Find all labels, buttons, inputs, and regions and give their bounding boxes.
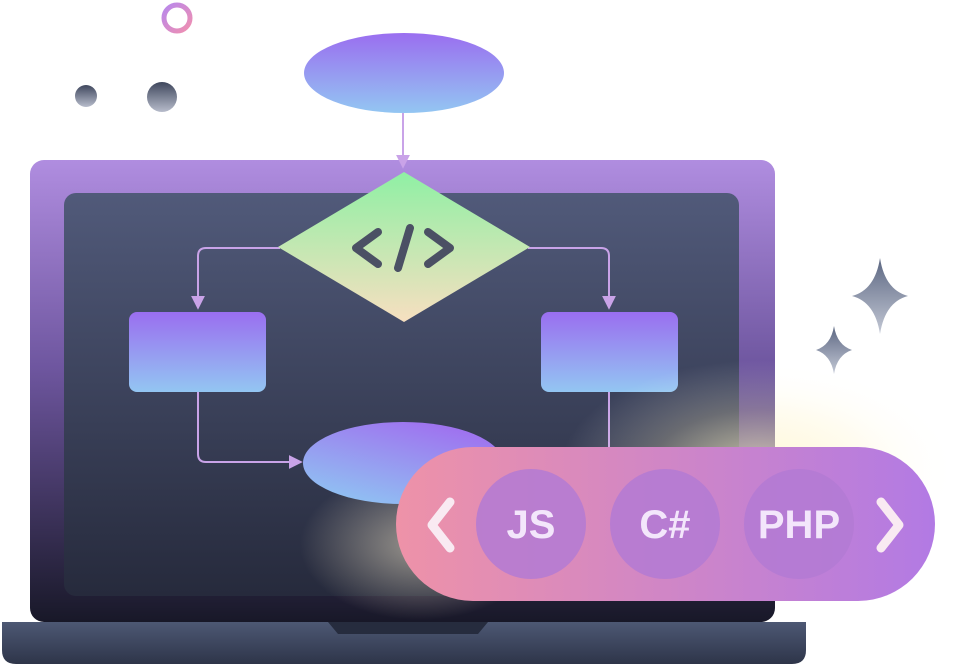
language-carousel: JS C# PHP bbox=[396, 447, 935, 601]
sparkle-large-icon bbox=[852, 258, 908, 334]
language-chip-php[interactable]: PHP bbox=[744, 469, 854, 579]
flowchart-start-oval bbox=[304, 33, 504, 113]
language-chip-csharp[interactable]: C# bbox=[610, 469, 720, 579]
chevron-right-icon bbox=[876, 497, 904, 553]
sparkle-small-icon bbox=[816, 326, 852, 374]
carousel-next-button[interactable] bbox=[866, 488, 912, 560]
language-chip-label: JS bbox=[507, 503, 556, 547]
flowchart-process-left bbox=[129, 312, 266, 392]
language-chip-js[interactable]: JS bbox=[476, 469, 586, 579]
connector-left-to-end bbox=[197, 392, 303, 469]
decor-dot-small bbox=[75, 85, 97, 107]
decor-ring-icon bbox=[161, 2, 193, 34]
laptop-base bbox=[2, 622, 806, 664]
flowchart-process-right bbox=[541, 312, 678, 392]
carousel-prev-button[interactable] bbox=[418, 488, 464, 560]
connector-decision-to-left bbox=[191, 247, 280, 310]
code-brackets-icon bbox=[352, 224, 454, 272]
laptop-notch bbox=[328, 622, 488, 634]
chevron-left-icon bbox=[427, 497, 455, 553]
language-chip-label: PHP bbox=[758, 503, 840, 547]
connector-decision-to-right bbox=[528, 247, 616, 310]
decor-dot-large bbox=[147, 82, 177, 112]
language-chip-label: C# bbox=[639, 503, 690, 547]
